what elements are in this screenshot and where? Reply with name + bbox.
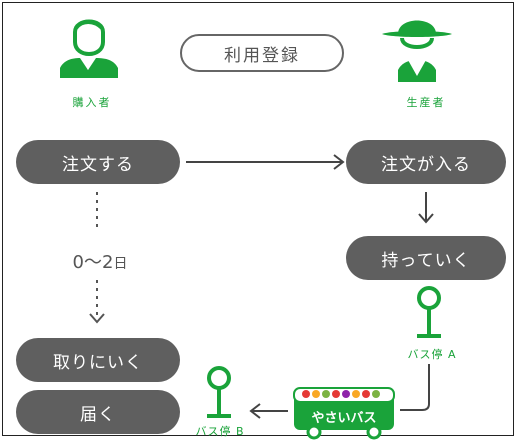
dotted-arrow-down (89, 280, 105, 324)
order-pill: 注文する (16, 140, 180, 184)
producer-label: 生産者 (406, 96, 446, 109)
bus-route-line (400, 364, 430, 411)
days-value: 0～2 (72, 252, 114, 273)
register-button[interactable]: 利用登録 (180, 34, 344, 72)
pickup-pill: 取りにいく (16, 338, 180, 382)
producer-farmer-icon (382, 20, 452, 82)
stop-b-label: バス停 B (195, 425, 245, 438)
days-unit: 日 (113, 256, 128, 272)
buyer-label: 購入者 (72, 96, 112, 109)
order-received-pill: 注文が入る (346, 140, 506, 184)
days-label: 0～2日 (60, 248, 140, 274)
bus-stop-a-icon (417, 286, 441, 338)
vegetable-bus-icon: やさいバス (293, 387, 395, 440)
stop-a-label: バス停 A (407, 348, 457, 361)
bring-pill: 持っていく (346, 236, 506, 280)
bus-label: やさいバス (311, 411, 376, 426)
arrow-down-icon (418, 192, 434, 224)
dotted-line-top (96, 192, 98, 232)
bus-stop-b-icon (207, 366, 231, 418)
arrow-left-icon (249, 403, 288, 419)
diagram-frame (2, 2, 514, 436)
buyer-person-icon (60, 19, 118, 78)
deliver-pill: 届く (16, 390, 180, 434)
arrow-right-icon (186, 154, 345, 170)
